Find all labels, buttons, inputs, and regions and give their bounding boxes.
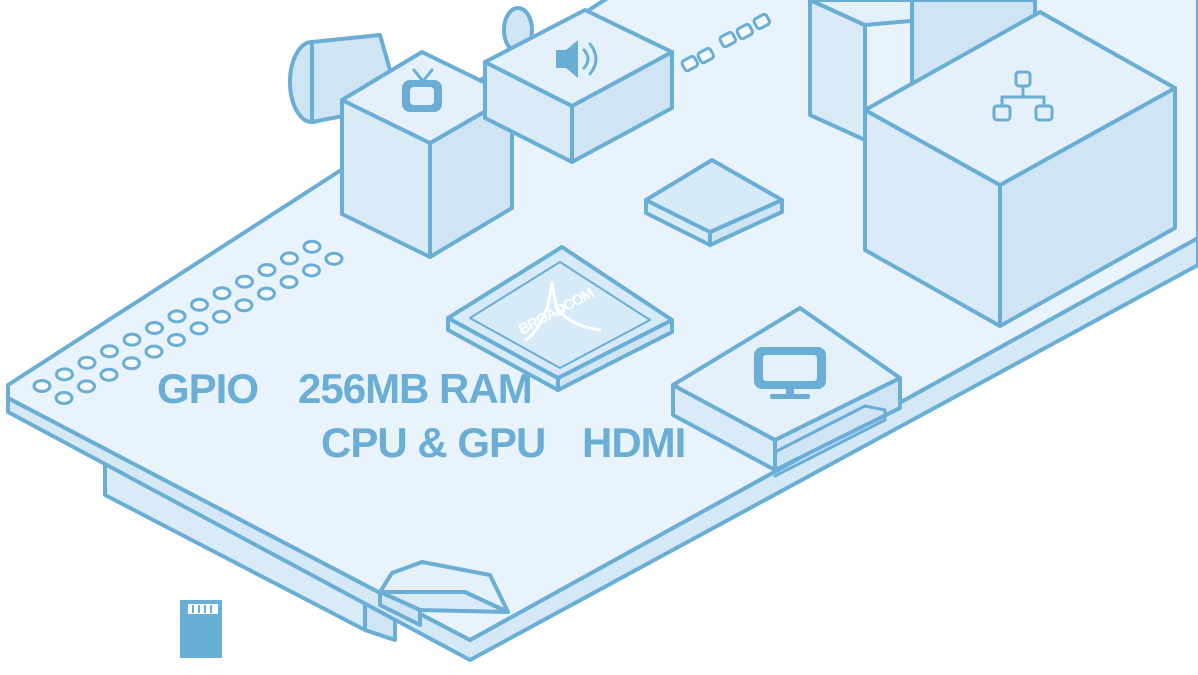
gpio-pin — [279, 275, 299, 289]
tv-icon — [402, 68, 442, 112]
status-led — [680, 54, 699, 73]
gpio-pin — [235, 274, 254, 289]
status-led — [718, 30, 737, 49]
hdmi-label: HDMI — [582, 419, 685, 466]
gpio-pin — [302, 263, 321, 278]
gpio-pin-header — [32, 239, 344, 405]
gpio-pin — [144, 344, 164, 359]
network-icon — [992, 70, 1054, 122]
gpio-pin — [234, 298, 254, 313]
gpio-pin — [212, 309, 231, 324]
gpio-pin — [145, 321, 164, 335]
small-chip — [644, 158, 784, 247]
gpio-pin — [302, 239, 322, 254]
gpio-pin — [190, 297, 209, 312]
gpio-pin — [32, 379, 52, 393]
gpio-pin — [167, 333, 186, 347]
gpio-pin — [54, 391, 74, 405]
gpio-label: GPIO — [157, 365, 258, 412]
gpio-pin — [167, 309, 187, 324]
composite-video-connector — [288, 33, 514, 259]
gpio-pin — [212, 286, 232, 301]
gpio-pin — [189, 321, 209, 336]
status-led — [752, 12, 771, 31]
gpio-pin — [257, 263, 277, 277]
status-led — [735, 22, 754, 41]
gpio-pin — [122, 332, 142, 347]
monitor-icon — [754, 347, 826, 399]
gpio-pin — [99, 367, 119, 382]
gpio-pin — [77, 355, 97, 370]
status-leds — [680, 12, 771, 73]
gpio-pin — [55, 367, 74, 382]
gpio-pin — [257, 286, 276, 301]
speaker-icon — [556, 40, 598, 78]
sd-card-icon — [180, 600, 222, 658]
gpio-pin — [77, 379, 96, 394]
cpu-gpu-label: CPU & GPU — [321, 419, 545, 466]
gpio-pin — [122, 356, 141, 371]
micro-usb-power-connector — [378, 560, 510, 627]
gpio-pin — [280, 251, 299, 266]
ram-label: 256MB RAM — [298, 365, 532, 412]
gpio-pin — [324, 251, 344, 266]
gpio-pin — [100, 344, 119, 359]
audio-jack-connector — [483, 6, 674, 164]
status-led — [696, 46, 715, 65]
